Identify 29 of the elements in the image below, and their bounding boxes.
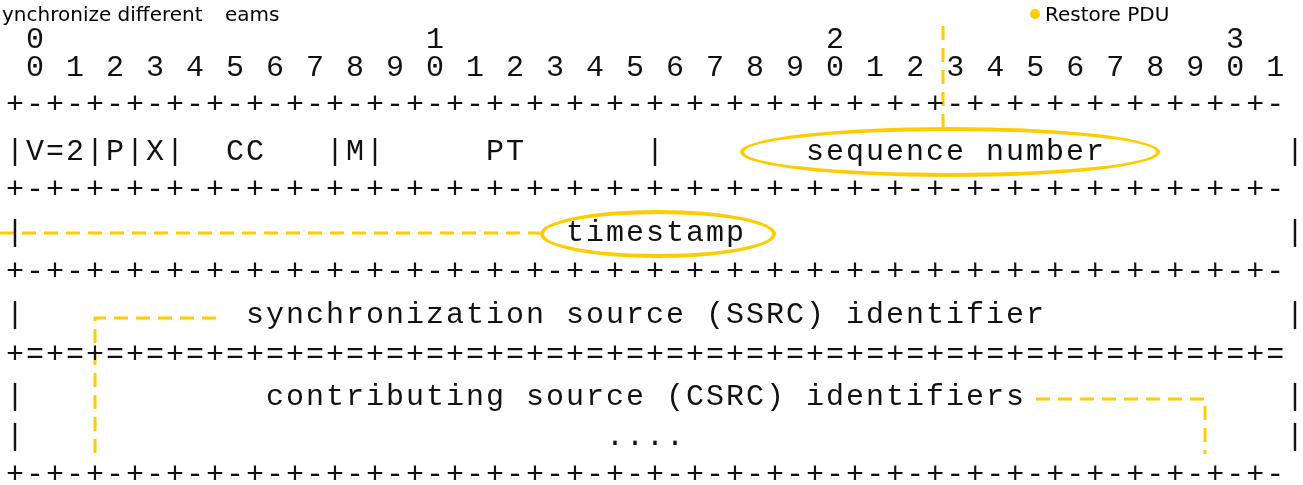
field-label: sequence number: [806, 134, 1107, 170]
ascii-ruler: +-+-+-+-+-+-+-+-+-+-+-+-+-+-+-+-+-+-+-+-+-+-+-+-+-+-+-+-+-+-+-+-: [6, 87, 1287, 123]
leader-line: [0, 231, 540, 235]
field-divider: |: [6, 419, 26, 455]
field-divider: |: [1286, 379, 1303, 415]
field-divider: |: [6, 297, 26, 333]
note-text: ynchronize different: [2, 2, 203, 26]
field-divider: |: [1286, 134, 1303, 170]
bullet-text: Restore PDU: [1045, 2, 1170, 26]
field-label: contributing source (CSRC) identifiers: [266, 379, 1027, 415]
highlight-ellipse: [740, 127, 1160, 177]
ascii-ruler: +=+=+=+=+=+=+=+=+=+=+=+=+=+=+=+=+=+=+=+=+=+=+=+=+=+=+=+=+=+=+=+=: [6, 337, 1287, 373]
leader-line: [1036, 397, 1207, 454]
ascii-ruler: +-+-+-+-+-+-+-+-+-+-+-+-+-+-+-+-+-+-+-+-+-+-+-+-+-+-+-+-+-+-+-+-: [6, 172, 1287, 208]
field-divider: |: [1286, 215, 1303, 251]
field-divider: |: [1286, 419, 1303, 455]
header-fields: |V=2|P|X| CC |M| PT |: [6, 134, 667, 170]
ascii-ruler: +-+-+-+-+-+-+-+-+-+-+-+-+-+-+-+-+-+-+-+-+-+-+-+-+-+-+-+-+-+-+-+-: [6, 457, 1287, 485]
leader-line: [941, 26, 945, 127]
field-label: synchronization source (SSRC) identifier: [246, 297, 1047, 333]
field-divider: |: [6, 379, 26, 415]
field-label: timestamp: [566, 215, 747, 251]
field-divider: |: [6, 215, 26, 251]
ellipsis-text: ....: [606, 419, 686, 455]
highlight-ellipse: [540, 210, 776, 258]
note-text: eams: [225, 2, 280, 26]
field-divider: |: [1286, 297, 1303, 333]
ascii-ruler: +-+-+-+-+-+-+-+-+-+-+-+-+-+-+-+-+-+-+-+-+-+-+-+-+-+-+-+-+-+-+-+-: [6, 254, 1287, 290]
leader-line: [93, 316, 216, 454]
